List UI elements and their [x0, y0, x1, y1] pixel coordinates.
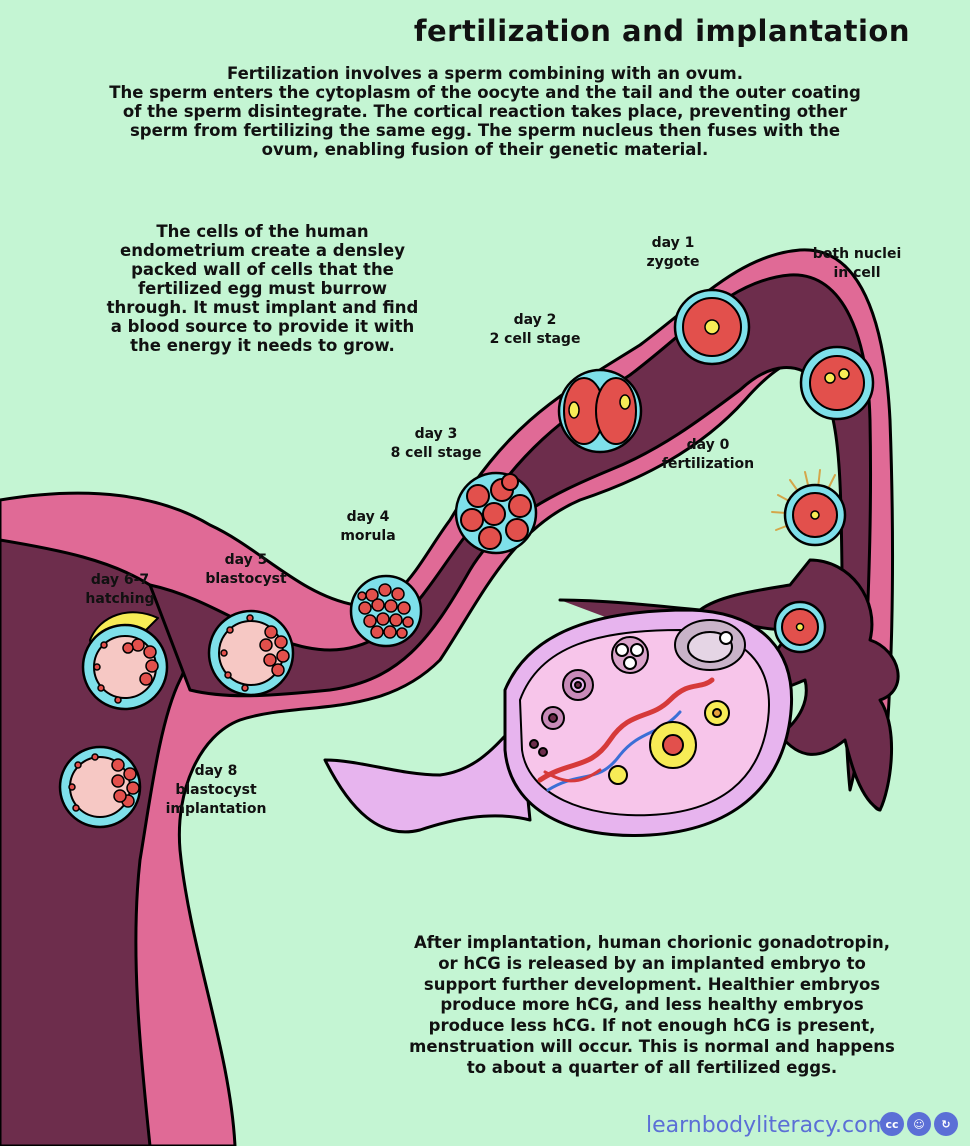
intro-line: of the sperm disintegrate. The cortical …	[122, 102, 848, 121]
hcg-paragraph: After implantation, human chorionic gona…	[372, 933, 932, 1079]
site-link[interactable]: learnbodyliteracy.com	[646, 1113, 890, 1138]
label-day1-line: day 1	[651, 235, 695, 251]
released-oocyte	[773, 600, 827, 654]
label-day2-line: 2 cell stage	[489, 331, 581, 347]
intro-line: The sperm enters the cytoplasm of the oo…	[109, 83, 861, 102]
attribution-icon: ☺	[907, 1112, 931, 1136]
label-day67-line: day 6-7	[90, 572, 150, 588]
endometrium-line: packed wall of cells that the	[131, 260, 394, 279]
day2-two-cell	[557, 368, 643, 454]
label-day3-line: day 3	[414, 426, 458, 442]
label-day67-line: hatching	[85, 591, 155, 607]
endometrium-line: endometrium create a densley	[120, 241, 405, 260]
hcg-line: to about a quarter of all fertilized egg…	[466, 1057, 838, 1077]
label-day3-line: 8 cell stage	[390, 445, 482, 461]
day1-zygote	[673, 288, 751, 366]
label-both-nuclei-line: both nuclei	[812, 246, 902, 262]
intro-paragraph: Fertilization involves a sperm combining…	[60, 64, 910, 159]
day8-implanting-blastocyst	[58, 745, 142, 829]
label-day3: day 3 8 cell stage	[391, 425, 482, 463]
day4-morula	[349, 574, 423, 648]
day5-blastocyst	[207, 609, 295, 697]
intro-line: Fertilization involves a sperm combining…	[226, 64, 743, 83]
label-day2: day 2 2 cell stage	[490, 311, 581, 349]
hcg-line: produce less hCG. If not enough hCG is p…	[428, 1016, 876, 1036]
two-pronuclei-cell	[799, 345, 875, 421]
endometrium-line: The cells of the human	[156, 222, 369, 241]
intro-line: ovum, enabling fusion of their genetic m…	[261, 140, 709, 159]
label-day8-line: blastocyst	[175, 782, 257, 798]
label-day1: day 1 zygote	[646, 234, 699, 272]
label-day0-line: fertilization	[661, 456, 755, 472]
hcg-line: After implantation, human chorionic gona…	[413, 933, 890, 952]
endometrium-line: fertilized egg must burrow	[137, 279, 388, 298]
follicles	[529, 619, 746, 785]
intro-line: sperm from fertilizing the same egg. The…	[129, 121, 841, 140]
endometrium-paragraph: The cells of the human endometrium creat…	[90, 222, 435, 355]
share-alike-icon: ↻	[934, 1112, 958, 1136]
creative-commons-icon: cc	[880, 1112, 904, 1136]
label-day0: day 0 fertilization	[662, 436, 754, 474]
day67-hatching-blastocyst	[81, 611, 169, 711]
label-day4-line: day 4	[346, 509, 390, 525]
label-day5-line: blastocyst	[205, 571, 287, 587]
hcg-line: menstruation will occur. This is normal …	[409, 1036, 895, 1056]
label-day67: day 6-7 hatching	[85, 571, 154, 609]
label-day5: day 5 blastocyst	[205, 551, 286, 589]
hcg-line: or hCG is released by an implanted embry…	[438, 953, 866, 973]
label-both-nuclei-line: in cell	[833, 265, 881, 281]
day0-egg-with-sperm	[771, 469, 847, 547]
license-badges: cc ☺ ↻	[880, 1112, 958, 1136]
ovarian-ligament	[323, 718, 532, 834]
label-both-nuclei: both nuclei in cell	[813, 245, 902, 283]
endometrium-line: a blood source to provide it with	[110, 317, 415, 336]
label-day8-line: day 8	[194, 763, 238, 779]
label-day8: day 8 blastocyst implantation	[166, 762, 267, 819]
label-day1-line: zygote	[646, 254, 700, 270]
label-day2-line: day 2	[513, 312, 557, 328]
hcg-line: produce more hCG, and less healthy embry…	[440, 995, 864, 1015]
label-day4-line: morula	[340, 528, 396, 544]
hcg-line: support further development. Healthier e…	[423, 974, 881, 994]
label-day8-line: implantation	[165, 801, 267, 817]
label-day5-line: day 5	[224, 552, 268, 568]
artery	[537, 677, 715, 783]
label-day0-line: day 0	[686, 437, 730, 453]
label-day4: day 4 morula	[340, 508, 395, 546]
page-title: fertilization and implantation	[413, 14, 910, 48]
endometrium-line: the energy it needs to grow.	[130, 336, 395, 355]
day3-eight-cell	[454, 471, 538, 555]
endometrium-line: through. It must implant and find	[106, 298, 419, 317]
